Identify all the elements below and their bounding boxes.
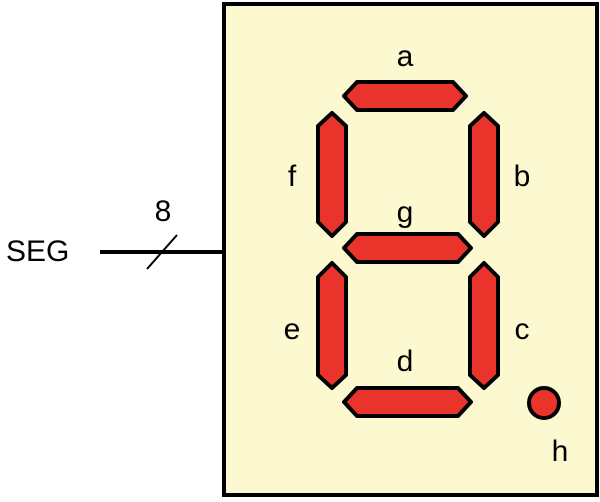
segment-e (316, 261, 348, 390)
segment-c (468, 261, 500, 390)
segment-a (342, 80, 468, 112)
segment-h-dot (527, 386, 561, 420)
segment-label-a: a (396, 40, 414, 73)
segment-label-e: e (283, 313, 301, 346)
segment-label-g: g (396, 196, 414, 229)
segment-b (468, 111, 500, 238)
segment-f (316, 111, 348, 238)
bus-width-slash (146, 234, 178, 270)
input-label-seg: SEG (6, 235, 70, 268)
bus-width-label: 8 (154, 195, 172, 228)
segment-label-b: b (513, 160, 531, 193)
segment-label-h: h (551, 435, 569, 468)
segment-label-d: d (396, 345, 414, 378)
segment-label-f: f (287, 160, 297, 193)
segment-label-c: c (514, 313, 530, 346)
segment-g (342, 232, 473, 264)
segment-d (342, 386, 473, 418)
